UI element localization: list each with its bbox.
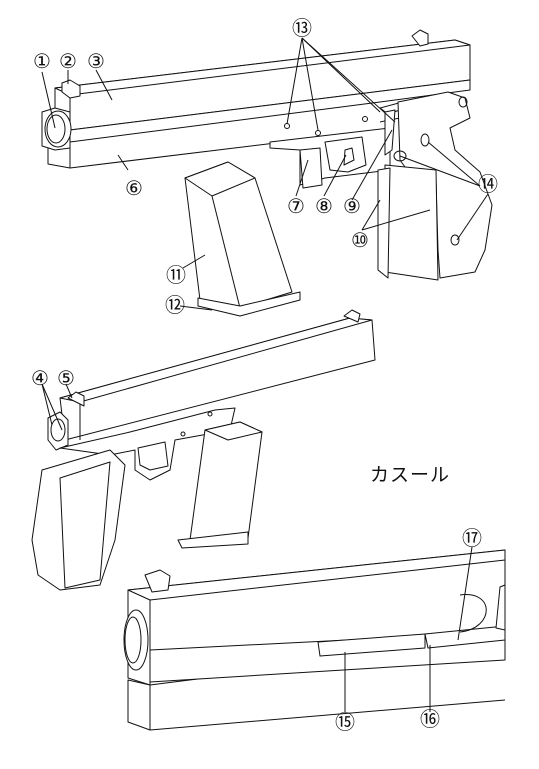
callout-4: ④ [31,366,49,390]
callout-6: ⑥ [125,176,143,200]
callout-9: ⑨ [343,194,361,218]
callout-14: ⑭ [478,172,498,196]
magazine-top [184,161,301,317]
callout-16: ⑯ [420,707,440,731]
callout-2: ② [59,49,77,73]
callouts: ① ② ③ ④ ⑤ ⑥ ⑦ ⑧ ⑨ ⑩ ⑪ ⑫ ⑬ ⑭ ⑮ ⑯ ⑰ [31,16,498,734]
callout-5: ⑤ [57,366,75,390]
callout-13: ⑬ [292,16,312,40]
callout-11: ⑪ [166,263,186,287]
callout-3: ③ [87,49,105,73]
callout-7: ⑦ [287,194,305,218]
callout-15: ⑮ [335,710,355,734]
slide-top [41,29,471,169]
top-assembly [41,29,493,317]
callout-8: ⑧ [315,194,333,218]
caption-text: カスール [370,464,451,486]
callout-12: ⑫ [165,293,185,317]
callout-17: ⑰ [462,526,482,550]
callout-10: ⑩ [351,228,369,252]
callout-1: ① [33,49,51,73]
middle-assembly [31,309,376,591]
bottom-assembly [123,549,506,731]
leader-lines [41,37,489,712]
grip-top [377,91,493,281]
